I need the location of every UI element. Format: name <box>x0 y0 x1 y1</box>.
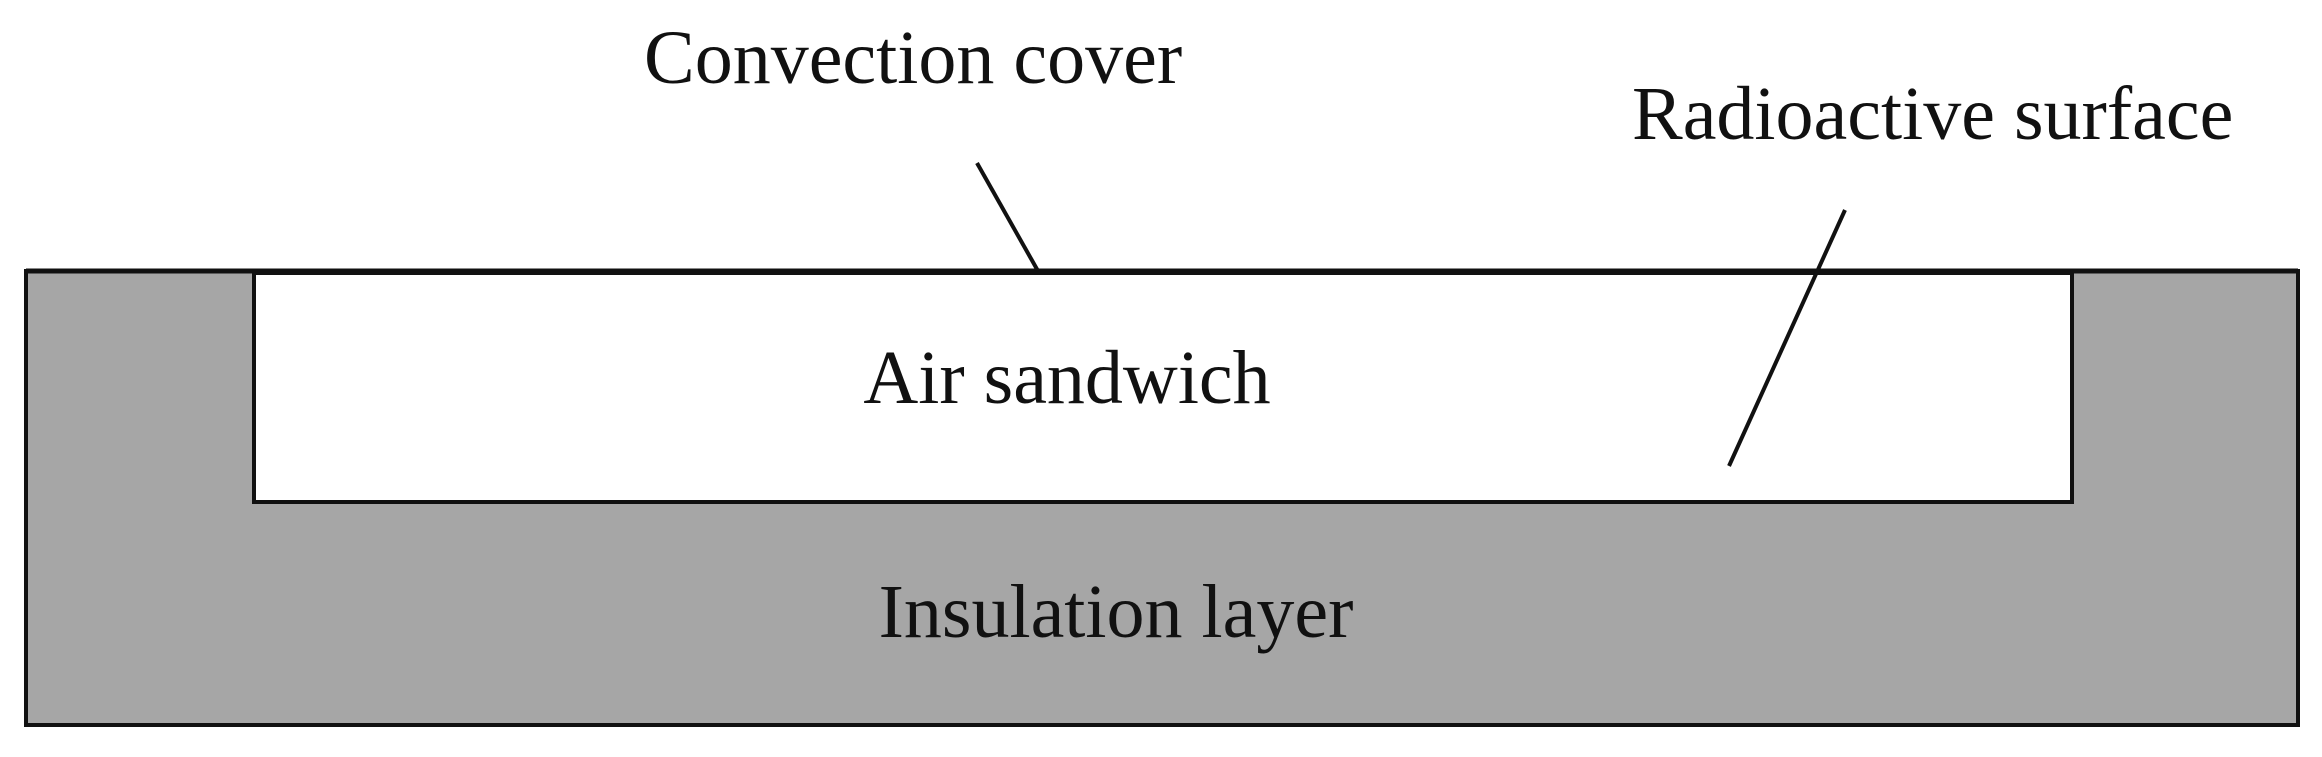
radioactive-surface-leader <box>1727 209 1847 467</box>
convection-cover-label: Convection cover <box>644 16 1183 100</box>
radioactive-surface-label: Radioactive surface <box>1632 72 2234 156</box>
air-sandwich-cavity <box>252 271 2074 504</box>
convection-cover-leader <box>975 162 1040 272</box>
